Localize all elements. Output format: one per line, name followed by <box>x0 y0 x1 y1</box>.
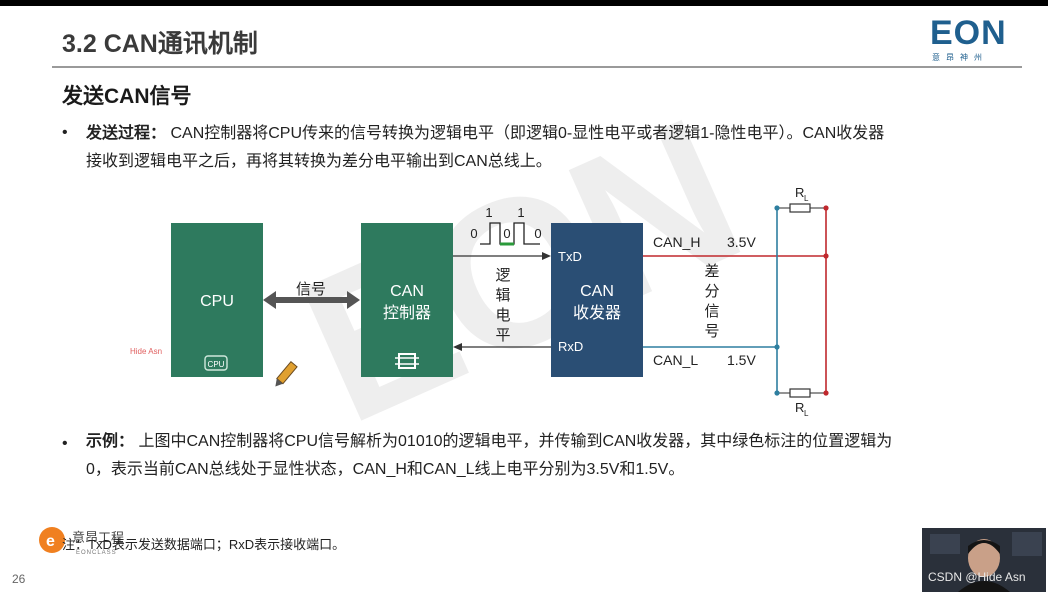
top-resistor <box>789 203 811 213</box>
bottom-resistor <box>789 388 811 398</box>
can-l-label: CAN_L <box>653 352 698 368</box>
bus-node <box>774 390 780 396</box>
rxd-label: RxD <box>558 339 583 354</box>
bottom-resistor-label: R <box>795 400 804 415</box>
brand-e-letter: e <box>46 533 55 550</box>
brand-name: 意昂工程 <box>72 530 124 545</box>
bus-node <box>774 205 780 211</box>
webcam-overlay <box>922 528 1046 592</box>
bullet-dot: • <box>62 435 68 452</box>
brand-logo: e 意昂工程 EONCLASS <box>39 527 124 556</box>
signal-arrowhead-left <box>263 291 276 309</box>
bit-1: 1 <box>485 205 492 220</box>
diff-signal-char-3: 信 <box>704 303 719 320</box>
can-controller-block <box>361 223 453 377</box>
footnote: 注：TxD表示发送数据端口；RxD表示接收端口。 <box>62 537 346 552</box>
bit-2: 0 <box>503 226 510 241</box>
eon-logo: EON 意昂神州 <box>930 14 1022 62</box>
bit-4: 0 <box>534 226 541 241</box>
bullet-send-process: 发送过程： CAN控制器将CPU传来的信号转换为逻辑电平（即逻辑0-显性电平或者… <box>86 120 986 176</box>
pencil-cursor-icon <box>275 360 298 387</box>
top-resistor-label: R <box>795 185 804 200</box>
page-number: 26 <box>12 572 26 586</box>
logo-subtext: 意昂神州 <box>932 53 988 62</box>
bus-node <box>774 344 780 350</box>
signal-label: 信号 <box>296 281 326 298</box>
bottom-resistor-subscript: L <box>804 409 809 418</box>
diff-signal-char-4: 号 <box>704 323 719 340</box>
bullet-dot: • <box>62 124 68 141</box>
title-divider <box>52 66 1022 68</box>
bus-node <box>823 390 829 396</box>
can-h-label: CAN_H <box>653 234 700 250</box>
rxd-arrowhead <box>453 343 462 351</box>
logic-level-char-1: 逻 <box>495 267 510 284</box>
bullet-text-line1: 上图中CAN控制器将CPU信号解析为01010的逻辑电平，并传输到CAN收发器，… <box>138 433 893 450</box>
section-subtitle: 发送CAN信号 <box>62 85 192 108</box>
logic-level-char-4: 平 <box>495 327 510 344</box>
logo-text: EON <box>930 14 1007 52</box>
bullet-label: 发送过程： <box>86 125 167 142</box>
logic-level-char-2: 辑 <box>495 287 510 304</box>
chip-icon <box>398 353 416 369</box>
brand-sub: EONCLASS <box>76 550 117 556</box>
slide-title: 3.2 CAN通讯机制 <box>62 30 258 58</box>
cpu-label: CPU <box>200 293 234 310</box>
bit-0: 0 <box>470 226 477 241</box>
overlay-small-text: Hide Asn <box>130 347 163 356</box>
signal-arrowhead-right <box>347 291 360 309</box>
bit-3: 1 <box>517 205 524 220</box>
bullet-label: 示例： <box>86 433 135 450</box>
brand-e-icon <box>39 527 65 553</box>
cpu-chip-label: CPU <box>208 360 225 369</box>
controller-label-2: 控制器 <box>383 304 431 322</box>
txd-label: TxD <box>558 249 582 264</box>
bullet-text-line2: 接收到逻辑电平之后，再将其转换为差分电平输出到CAN总线上。 <box>86 153 552 170</box>
transceiver-label-1: CAN <box>580 283 614 300</box>
transceiver-label-2: 收发器 <box>573 304 621 322</box>
controller-label-1: CAN <box>390 283 424 300</box>
bullet-example: 示例： 上图中CAN控制器将CPU信号解析为01010的逻辑电平，并传输到CAN… <box>86 428 986 484</box>
diff-signal-char-2: 分 <box>704 283 719 300</box>
top-bar <box>0 0 1048 6</box>
bullet-text-line1: CAN控制器将CPU传来的信号转换为逻辑电平（即逻辑0-显性电平或者逻辑1-隐性… <box>170 125 885 142</box>
webcam-label: CSDN @Hide Asn <box>928 570 1026 584</box>
cpu-block <box>171 223 263 377</box>
can-l-voltage: 1.5V <box>727 352 756 368</box>
webcam-person-icon <box>922 528 1046 592</box>
bullet-text-line2: 0，表示当前CAN总线处于显性状态，CAN_H和CAN_L线上电平分别为3.5V… <box>86 461 685 478</box>
diff-signal-char-1: 差 <box>704 263 719 280</box>
can-transceiver-block <box>551 223 643 377</box>
txd-arrowhead <box>542 252 551 260</box>
can-h-voltage: 3.5V <box>727 234 756 250</box>
bus-node <box>823 205 829 211</box>
cpu-chip-icon <box>204 355 228 371</box>
top-resistor-subscript: L <box>804 194 809 203</box>
logic-level-char-3: 电 <box>495 307 510 324</box>
bus-node <box>823 253 829 259</box>
